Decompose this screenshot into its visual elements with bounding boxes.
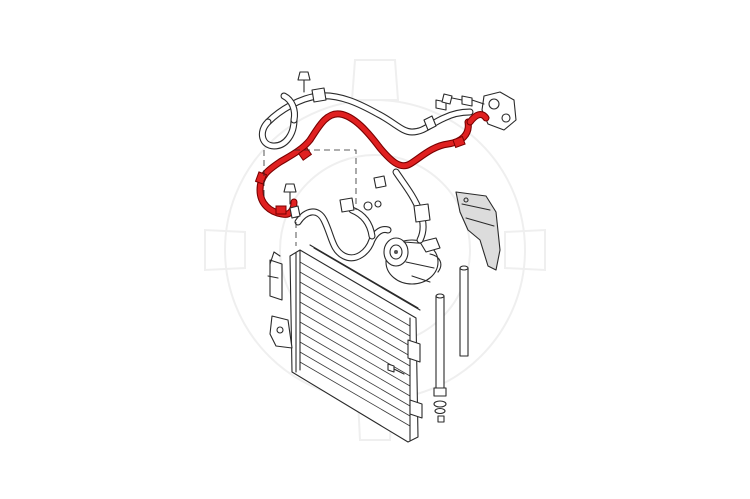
condenser (269, 244, 423, 443)
liquid-line (294, 168, 431, 262)
expansion-valve (435, 91, 517, 131)
clip-condenser-left (267, 251, 281, 279)
bolt-valve (441, 93, 463, 105)
pressure-switch (289, 205, 301, 219)
receiver-drier (433, 265, 469, 415)
bolt-top-left (297, 71, 311, 93)
assembly-lines (263, 149, 357, 246)
bolt-drier (437, 415, 445, 423)
heat-shield (455, 191, 501, 271)
highlighted-discharge-hose (254, 110, 490, 218)
compressor (383, 237, 442, 285)
suction-hose (258, 87, 474, 150)
bolt-mid-left (283, 183, 297, 205)
